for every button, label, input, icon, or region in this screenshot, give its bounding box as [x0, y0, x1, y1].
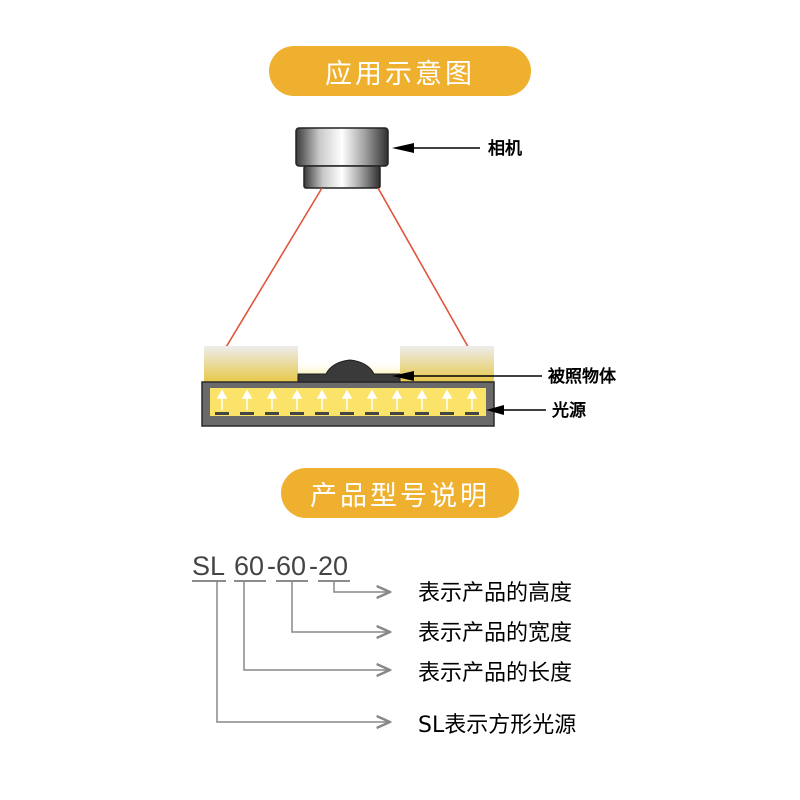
model-sep1: - [267, 551, 276, 581]
led-chip [340, 412, 354, 415]
model-length: 60 [234, 551, 264, 581]
model-sep2: - [309, 551, 318, 581]
light-source [201, 381, 495, 427]
section-title-text: 产品型号说明 [310, 480, 490, 512]
light-callout-arrow [486, 405, 546, 415]
led-chip [440, 412, 454, 415]
explain-width: 表示产品的宽度 [418, 621, 572, 646]
explain-height: 表示产品的高度 [418, 581, 572, 606]
light-ray-arrowhead [341, 389, 353, 399]
object-callout-arrow [392, 371, 542, 381]
camera-label: 相机 [488, 138, 522, 159]
leader-length [243, 581, 390, 670]
camera-callout-arrow [392, 143, 480, 153]
model-code: SL 60 - 60 - 20 [192, 551, 348, 581]
light-ray-arrowhead [391, 389, 403, 399]
light-source-label: 光源 [551, 400, 586, 421]
leader-width [291, 581, 390, 632]
illuminated-object [297, 359, 401, 383]
light-ray-arrowhead [441, 389, 453, 399]
light-ray-arrowhead [466, 389, 478, 399]
led-chip [415, 412, 429, 415]
section-title-model: 产品型号说明 [281, 468, 519, 518]
explain-type: SL表示方形光源 [418, 713, 576, 738]
leader-height [333, 581, 390, 592]
light-ray-arrowhead [316, 389, 328, 399]
led-chip [390, 412, 404, 415]
model-prefix: SL [192, 551, 225, 581]
led-chip [240, 412, 254, 415]
light-ray-arrowhead [416, 389, 428, 399]
led-chip [365, 412, 379, 415]
light-ray-arrowhead [241, 389, 253, 399]
leader-type [216, 581, 390, 722]
light-ray-arrowhead [366, 389, 378, 399]
light-ray-arrowhead [291, 389, 303, 399]
led-chip [265, 412, 279, 415]
led-chip [465, 412, 479, 415]
section-title-application: 应用示意图 [269, 46, 531, 96]
explain-length: 表示产品的长度 [418, 661, 572, 686]
camera-icon [295, 127, 389, 189]
light-ray-arrowhead [216, 389, 228, 399]
model-width: 60 [276, 551, 306, 581]
led-chip [315, 412, 329, 415]
model-height: 20 [318, 551, 348, 581]
led-chip [290, 412, 304, 415]
section-title-text: 应用示意图 [325, 58, 475, 90]
light-ray-arrowhead [266, 389, 278, 399]
led-chip [215, 412, 229, 415]
object-label: 被照物体 [548, 366, 617, 387]
